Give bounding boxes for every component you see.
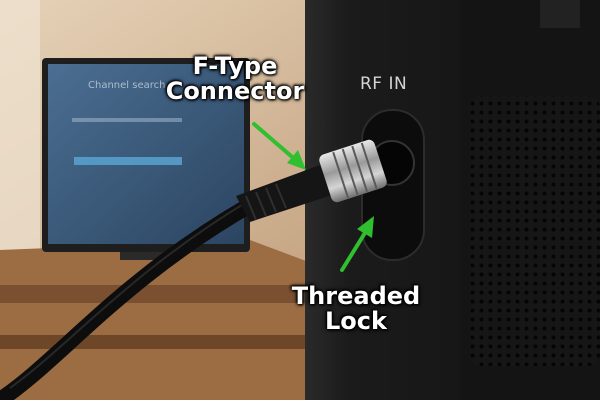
callout-bottom-line1: Threaded — [291, 282, 421, 310]
window-light — [0, 0, 40, 260]
arrow-bottom — [340, 216, 374, 272]
connector-threads — [332, 142, 378, 199]
speaker-grille — [470, 96, 600, 366]
callout-threaded-lock: Threaded Lock — [290, 282, 422, 336]
tv-stand-shelf-lower — [0, 335, 330, 349]
arrow-top — [252, 122, 306, 170]
callout-top-line1: F-Type — [192, 52, 278, 80]
tv-screen-text-line — [72, 118, 182, 122]
tv-screen-progress-bar — [74, 157, 182, 165]
callout-top-line2: Connector — [165, 77, 305, 106]
callout-f-type-connector: F-Type Connector — [160, 52, 310, 106]
callout-bottom-line2: Lock — [325, 307, 387, 336]
tv-stand-foot — [120, 252, 180, 260]
connector-nut — [319, 139, 387, 203]
boot-ridges — [245, 183, 287, 221]
device-top-ridge — [540, 0, 580, 28]
cable-boot — [236, 165, 332, 222]
tv-screen — [48, 64, 244, 244]
tv-stand-shelf — [0, 285, 330, 303]
coax-cable — [0, 197, 258, 400]
rf-in-label: RF IN — [360, 74, 408, 94]
tv-stand — [0, 240, 330, 400]
tv-screen-title: Channel search — [88, 80, 166, 91]
coax-cable-highlight — [9, 199, 251, 389]
